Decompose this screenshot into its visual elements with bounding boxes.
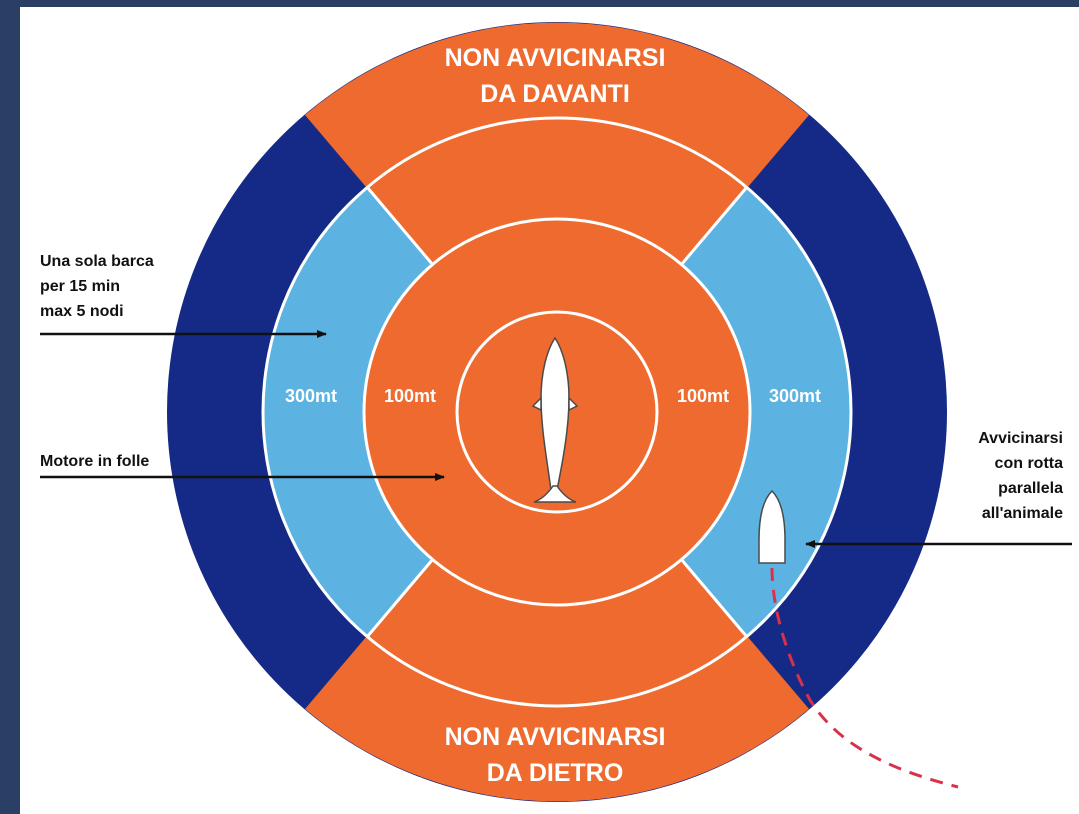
ring-300mt-line — [261, 116, 853, 708]
boundary-line — [365, 558, 435, 638]
front-zone-label-line2: DA DAVANTI — [480, 80, 630, 108]
boundary-line — [679, 186, 749, 266]
boundary-line — [365, 186, 435, 266]
boundary-line — [679, 558, 749, 638]
approach-zones-diagram: NON AVVICINARSI DA DAVANTI NON AVVICINAR… — [40, 22, 1072, 802]
note-engine: Motore in folle — [40, 453, 149, 470]
ring-100mt-line — [362, 217, 752, 607]
note-approach-line1: Avvicinarsi — [978, 430, 1063, 447]
note-single-boat-line2: per 15 min — [40, 278, 120, 295]
ring-core-line — [455, 310, 659, 514]
distance-label-left-100: 100mt — [384, 386, 436, 406]
note-single-boat-line3: max 5 nodi — [40, 303, 124, 320]
back-zone-label-line1: NON AVVICINARSI — [445, 723, 666, 751]
back-zone-label-line2: DA DIETRO — [487, 759, 624, 787]
distance-label-right-100: 100mt — [677, 386, 729, 406]
note-approach-line4: all'animale — [982, 505, 1063, 522]
boat-icon — [758, 489, 786, 564]
diagram-panel: NON AVVICINARSI DA DAVANTI NON AVVICINAR… — [20, 7, 1079, 814]
distance-label-right-300: 300mt — [769, 386, 821, 406]
note-single-boat-line1: Una sola barca — [40, 253, 154, 270]
front-no-approach-wedge — [305, 22, 809, 412]
distance-label-left-300: 300mt — [285, 386, 337, 406]
front-zone-label-line1: NON AVVICINARSI — [445, 44, 666, 72]
dolphin-icon — [531, 336, 579, 503]
back-no-approach-wedge — [305, 412, 809, 802]
note-approach-line3: parallela — [998, 480, 1063, 497]
note-approach-line2: con rotta — [995, 455, 1064, 472]
boat-wake-path — [770, 567, 959, 789]
